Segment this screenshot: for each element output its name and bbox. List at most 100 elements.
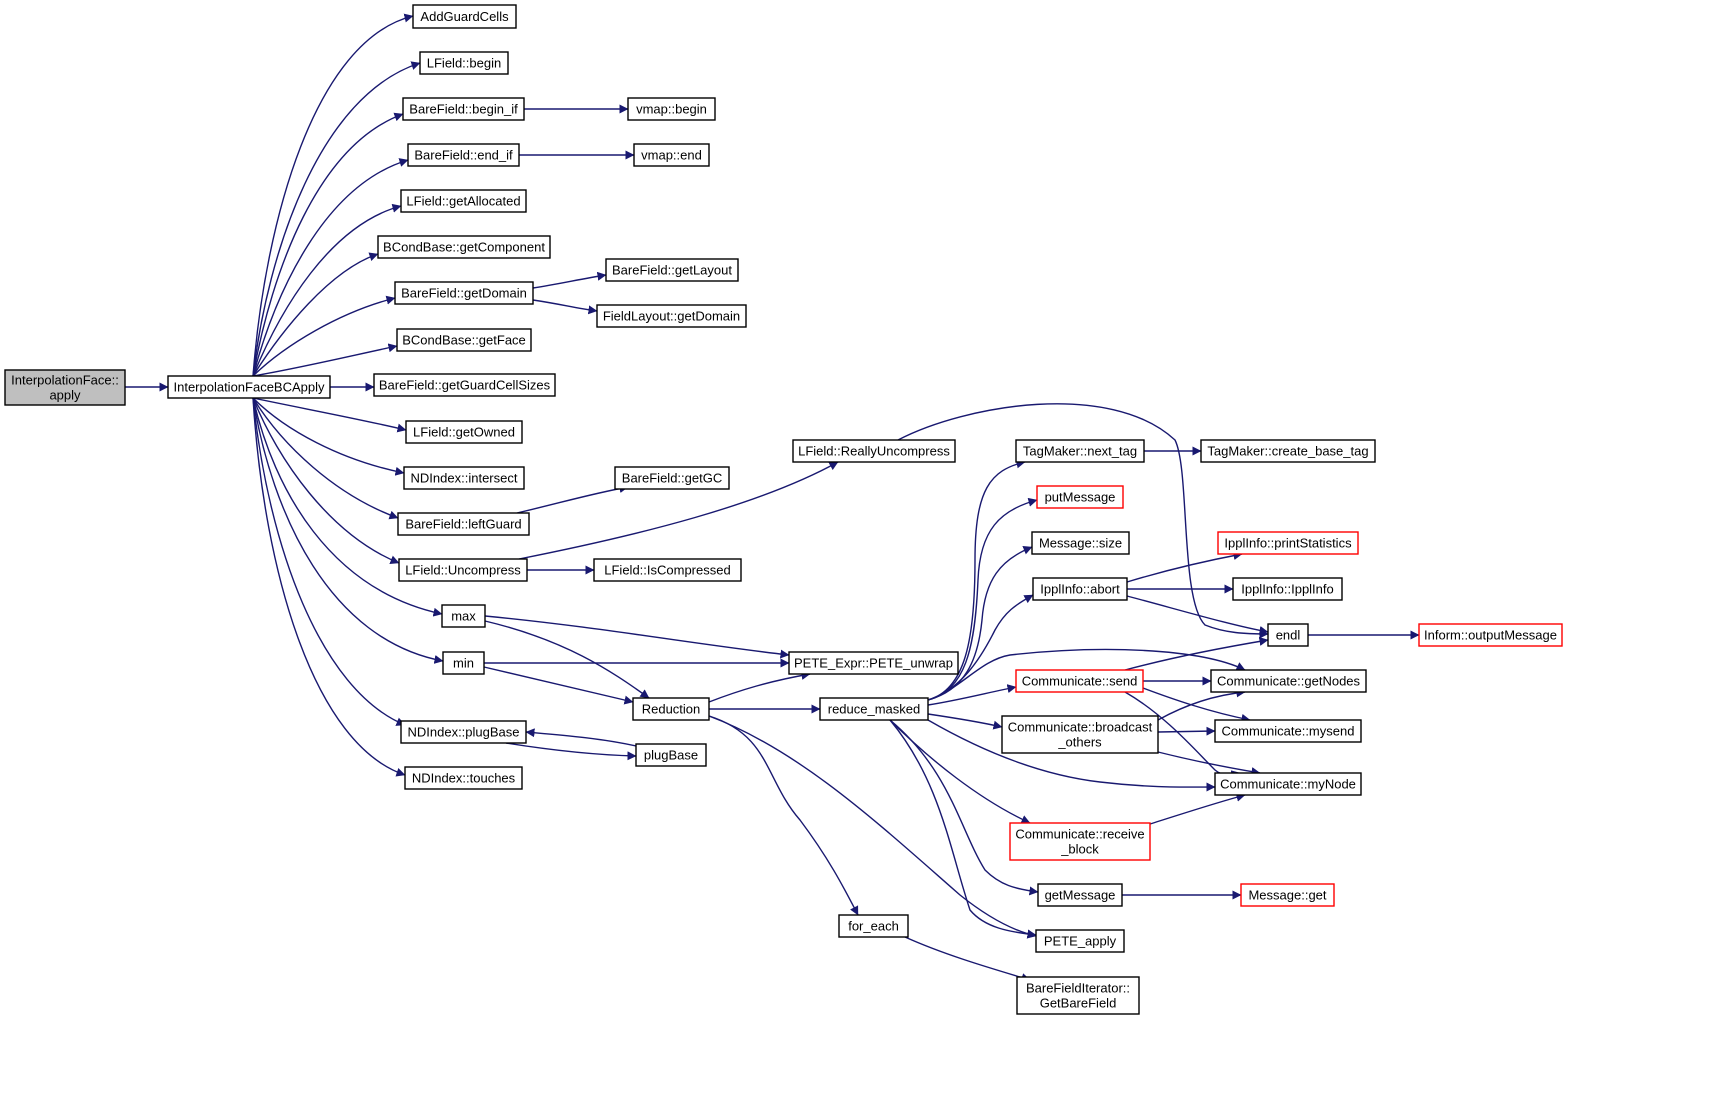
edge-ndplugbase-to-plugbase <box>505 742 637 761</box>
node-commmysend[interactable]: Communicate::mysend <box>1214 719 1362 743</box>
node-lgetalloc[interactable]: LField::getAllocated <box>400 189 527 213</box>
node-label: Communicate::mysend <box>1222 724 1355 739</box>
node-label: LField::begin <box>427 56 501 71</box>
node-label: vmap::end <box>641 148 702 163</box>
edge-min-to-reduction <box>483 666 634 705</box>
node-ippctor[interactable]: IpplInfo::IpplInfo <box>1232 577 1343 601</box>
node-label: BareField::getGC <box>622 471 722 486</box>
node-ippabort[interactable]: IpplInfo::abort <box>1032 577 1128 601</box>
node-box <box>605 258 739 282</box>
node-label: max <box>451 609 476 624</box>
node-ifapply[interactable]: InterpolationFace::apply <box>4 369 126 406</box>
node-addguard[interactable]: AddGuardCells <box>412 4 517 29</box>
node-peteapply[interactable]: PETE_apply <box>1035 929 1125 953</box>
node-label: BareField::getDomain <box>401 286 527 301</box>
node-getmessage[interactable]: getMessage <box>1037 883 1123 907</box>
node-reducemasked[interactable]: reduce_masked <box>819 697 929 721</box>
node-commrecv[interactable]: Communicate::receive_block <box>1009 822 1151 861</box>
node-ndtouches[interactable]: NDIndex::touches <box>404 766 523 790</box>
node-bfigetbf[interactable]: BareFieldIterator::GetBareField <box>1016 976 1140 1015</box>
node-putmessage[interactable]: putMessage <box>1036 485 1124 509</box>
edge-luncompress-to-lreallyuncomp <box>518 461 839 560</box>
node-commsend[interactable]: Communicate::send <box>1015 669 1144 693</box>
node-msgsize[interactable]: Message::size <box>1031 531 1130 555</box>
node-label: PETE_Expr::PETE_unwrap <box>794 656 953 671</box>
node-lbegin[interactable]: LField::begin <box>419 51 509 75</box>
node-box <box>373 373 556 397</box>
node-label: Message::get <box>1248 888 1326 903</box>
node-reduction[interactable]: Reduction <box>632 697 710 721</box>
edge-lreallyuncomp-to-endl <box>897 403 1269 639</box>
node-box <box>407 143 520 167</box>
edge-reducemasked-to-commbcast <box>927 713 1003 730</box>
node-label: apply <box>49 388 81 403</box>
node-label: LField::getAllocated <box>406 194 520 209</box>
node-foreach[interactable]: for_each <box>838 914 909 938</box>
node-ndplugbase[interactable]: NDIndex::plugBase <box>400 720 527 744</box>
node-bfbeginif[interactable]: BareField::begin_if <box>402 97 525 121</box>
node-commmynode[interactable]: Communicate::myNode <box>1214 772 1362 796</box>
edge-commsend-to-commmysend <box>1142 687 1251 723</box>
edge-plugbase-to-ndplugbase <box>525 728 637 747</box>
node-bfgetdom[interactable]: BareField::getDomain <box>394 281 534 305</box>
node-vbegin[interactable]: vmap::begin <box>627 97 716 121</box>
node-tmnexttag[interactable]: TagMaker::next_tag <box>1015 439 1145 463</box>
node-label: IpplInfo::abort <box>1040 582 1120 597</box>
node-bfendif[interactable]: BareField::end_if <box>407 143 520 167</box>
edge-ifbc-to-lgetalloc <box>252 203 402 377</box>
edge-reduction-to-foreach <box>708 715 859 916</box>
node-min[interactable]: min <box>442 651 485 675</box>
edge-reducemasked-to-commsend <box>927 684 1017 706</box>
edge-ifbc-to-ndplugbase <box>252 397 406 726</box>
node-bfgetlayout[interactable]: BareField::getLayout <box>605 258 739 282</box>
node-bfgcsizes[interactable]: BareField::getGuardCellSizes <box>373 373 556 397</box>
node-bfgetgc[interactable]: BareField::getGC <box>614 466 730 490</box>
node-vend[interactable]: vmap::end <box>633 143 710 167</box>
node-liscompressed[interactable]: LField::IsCompressed <box>593 558 742 582</box>
node-label: LField::getOwned <box>413 425 515 440</box>
edge-ifbc-to-lgetowned <box>252 397 407 433</box>
node-label: TagMaker::next_tag <box>1023 444 1137 459</box>
node-lreallyuncomp[interactable]: LField::ReallyUncompress <box>792 439 956 463</box>
node-box <box>792 439 956 463</box>
node-peteunwrap[interactable]: PETE_Expr::PETE_unwrap <box>788 651 959 675</box>
edge-ifbc-to-bcgetcomp <box>252 252 379 377</box>
node-box <box>419 51 509 75</box>
node-bcgetface[interactable]: BCondBase::getFace <box>396 328 532 352</box>
node-box <box>633 143 710 167</box>
node-label: BCondBase::getFace <box>402 333 526 348</box>
node-ippprintstats[interactable]: IpplInfo::printStatistics <box>1217 531 1359 555</box>
node-label: Communicate::myNode <box>1220 777 1356 792</box>
node-label: InterpolationFaceBCApply <box>173 380 325 395</box>
node-box <box>400 720 527 744</box>
edge-ippabort-to-ippprintstats <box>1126 551 1243 583</box>
node-tmcreatebase[interactable]: TagMaker::create_base_tag <box>1200 439 1376 463</box>
node-box <box>1240 883 1335 907</box>
node-layer: InterpolationFace::apply InterpolationFac… <box>4 4 1563 1015</box>
node-label: AddGuardCells <box>420 9 509 24</box>
node-label: GetBareField <box>1040 996 1117 1011</box>
node-plugbase[interactable]: plugBase <box>635 743 707 767</box>
node-label: Inform::outputMessage <box>1424 628 1557 643</box>
node-ifbc[interactable]: InterpolationFaceBCApply <box>167 375 331 399</box>
node-bcgetcomp[interactable]: BCondBase::getComponent <box>377 235 551 259</box>
node-label: NDIndex::plugBase <box>407 725 519 740</box>
node-msgget[interactable]: Message::get <box>1240 883 1335 907</box>
node-flgetdom[interactable]: FieldLayout::getDomain <box>596 304 747 328</box>
node-endl[interactable]: endl <box>1267 623 1309 647</box>
edge-max-to-reduction <box>484 620 650 699</box>
node-box <box>404 766 523 790</box>
node-max[interactable]: max <box>441 604 486 628</box>
node-lgetowned[interactable]: LField::getOwned <box>405 420 523 444</box>
node-informout[interactable]: Inform::outputMessage <box>1418 623 1563 647</box>
node-box <box>1214 719 1362 743</box>
node-box <box>167 375 331 399</box>
edge-max-to-peteunwrap <box>484 615 790 659</box>
node-commbcast[interactable]: Communicate::broadcast_others <box>1001 715 1159 754</box>
node-bfleftguard[interactable]: BareField::leftGuard <box>397 512 530 536</box>
node-luncompress[interactable]: LField::Uncompress <box>398 558 528 582</box>
node-commgetnodes[interactable]: Communicate::getNodes <box>1210 669 1367 693</box>
node-label: plugBase <box>644 748 698 763</box>
node-ndintersect[interactable]: NDIndex::intersect <box>403 466 525 490</box>
